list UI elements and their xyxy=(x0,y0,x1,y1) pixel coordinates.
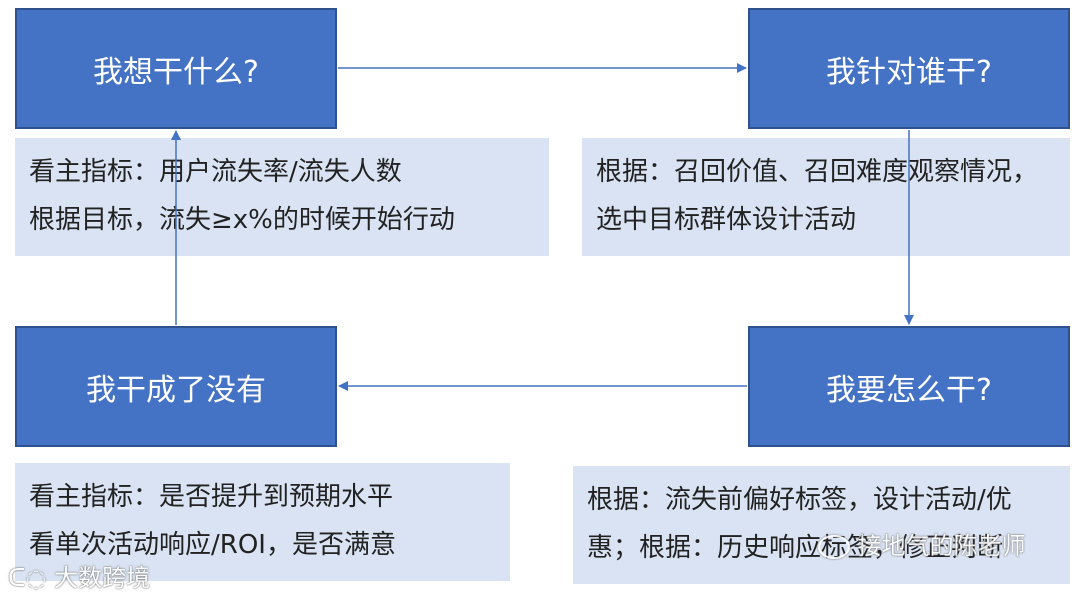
note-done-line-2: 看单次活动响应/ROI，是否满意 xyxy=(29,530,396,560)
watermark-right: 接地气的陈老师 xyxy=(818,526,1026,561)
watermark-left: ᑕ◌ 大数跨境 xyxy=(8,558,150,593)
watermark-left-text: 大数跨境 xyxy=(54,564,151,592)
note-what-line-2: 根据目标，流失≥x%的时候开始行动 xyxy=(29,205,455,235)
note-who-line-2: 选中目标群体设计活动 xyxy=(596,205,857,235)
note-who: 根据：召回价值、召回难度观察情况， 选中目标群体设计活动 xyxy=(582,138,1070,256)
box-was-it-done: 我干成了没有 xyxy=(15,326,337,447)
box-target-who: 我针对谁干? xyxy=(748,8,1070,129)
note-done: 看主指标：是否提升到预期水平 看单次活动响应/ROI，是否满意 xyxy=(15,463,510,581)
box-was-it-done-label: 我干成了没有 xyxy=(86,372,266,408)
watermark-left-icon: ᑕ◌ xyxy=(8,564,47,592)
note-what: 看主指标：用户流失率/流失人数 根据目标，流失≥x%的时候开始行动 xyxy=(15,138,549,256)
box-how-to-do: 我要怎么干? xyxy=(748,326,1070,447)
note-done-line-1: 看主指标：是否提升到预期水平 xyxy=(29,482,394,512)
box-what-to-do-label: 我想干什么? xyxy=(93,54,259,90)
box-target-who-label: 我针对谁干? xyxy=(826,54,992,90)
box-what-to-do: 我想干什么? xyxy=(15,8,337,129)
watermark-right-text: 接地气的陈老师 xyxy=(857,532,1026,560)
note-how-line-2: 惠；根据：历史响应标签，修正判断 xyxy=(587,533,1004,563)
note-how: 根据：流失前偏好标签，设计活动/优 惠；根据：历史响应标签，修正判断 xyxy=(573,466,1070,584)
box-how-to-do-label: 我要怎么干? xyxy=(826,372,992,408)
note-who-line-1: 根据：召回价值、召回难度观察情况， xyxy=(596,157,1039,187)
note-what-line-1: 看主指标：用户流失率/流失人数 xyxy=(29,157,402,187)
note-how-line-1: 根据：流失前偏好标签，设计活动/优 xyxy=(587,485,1012,515)
wechat-icon xyxy=(818,535,850,559)
